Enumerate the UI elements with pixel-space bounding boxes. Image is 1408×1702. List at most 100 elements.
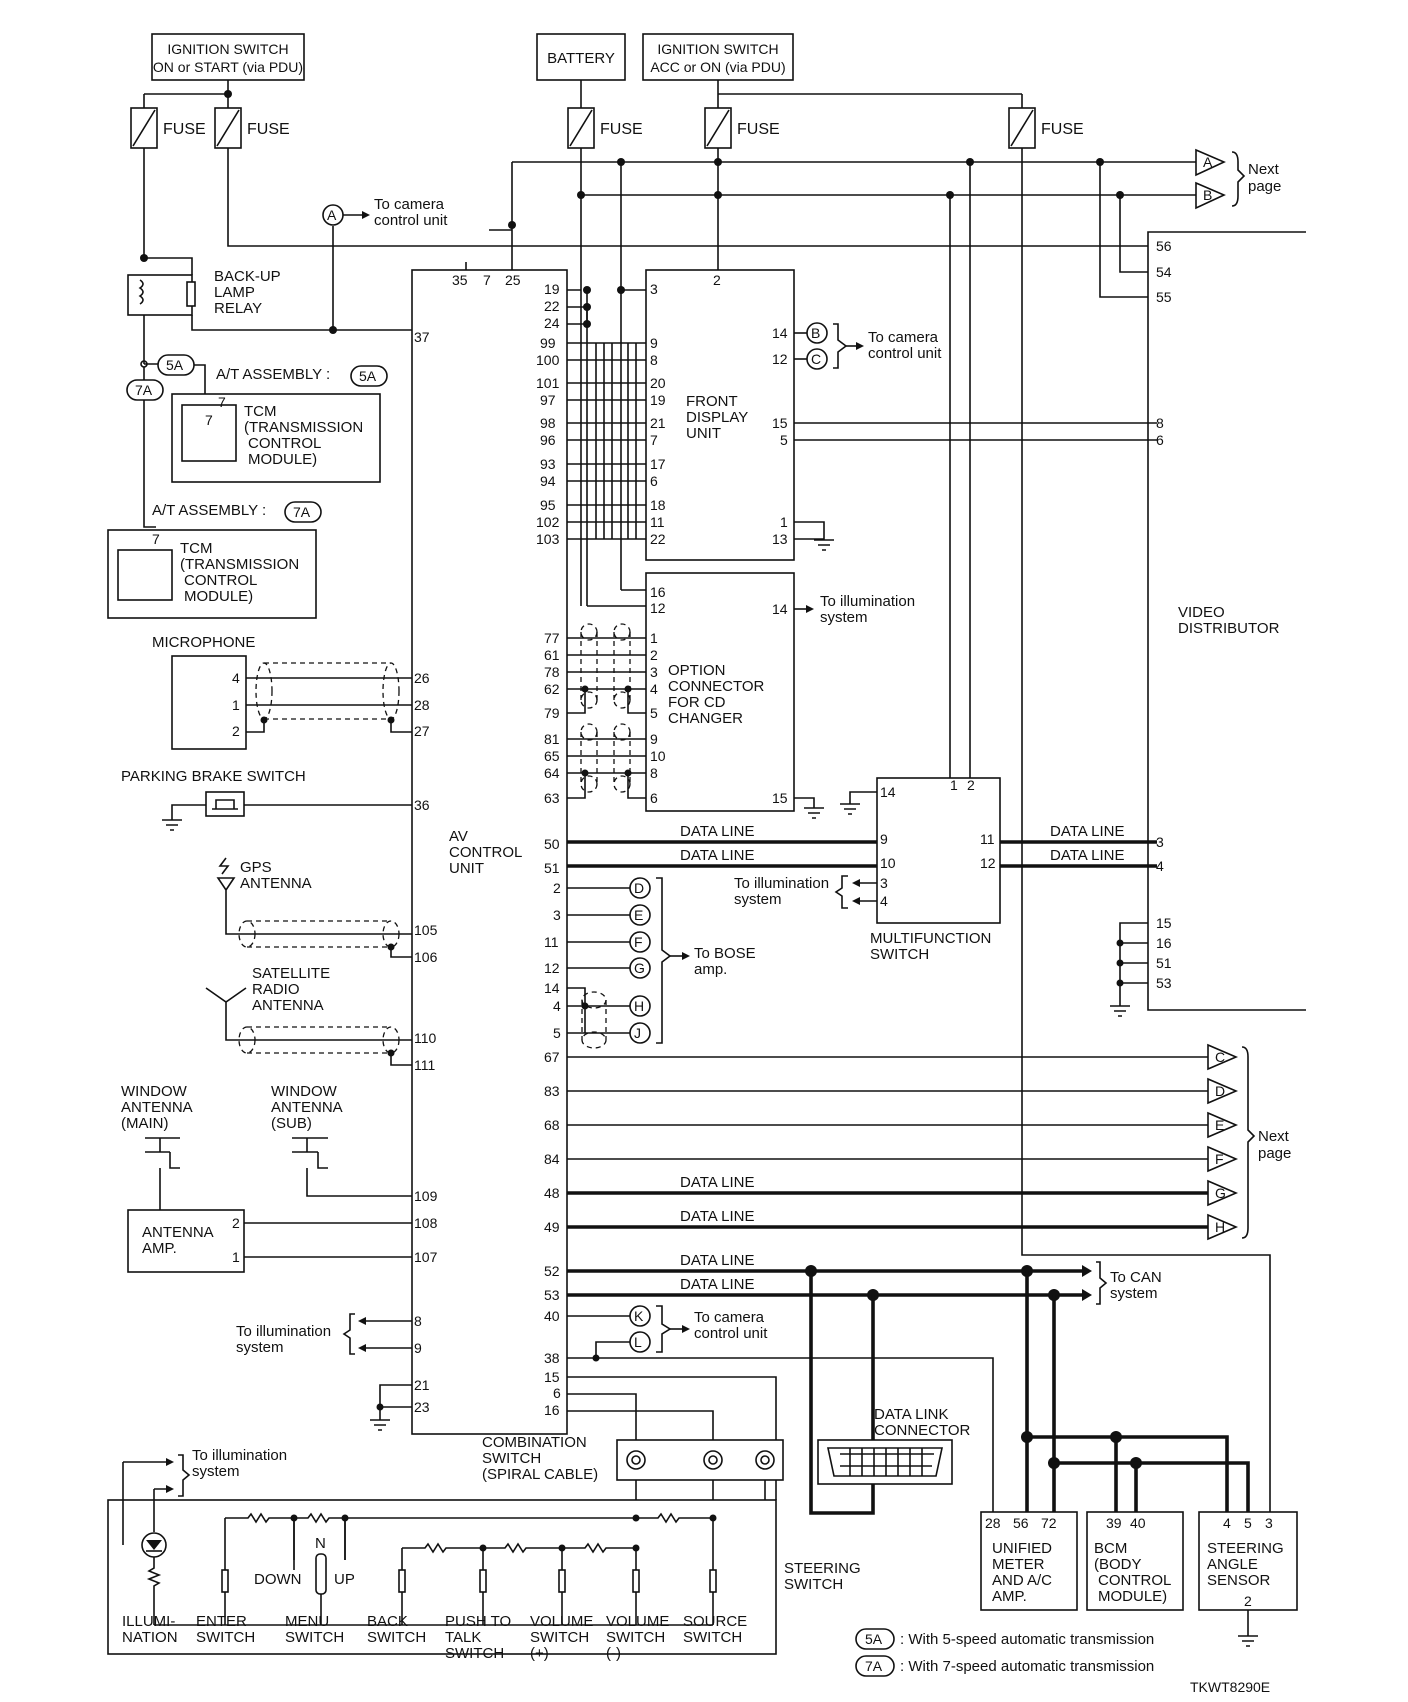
volm-label-3: (-) (606, 1645, 621, 1662)
svg-text:1: 1 (232, 1249, 240, 1265)
svg-text:12: 12 (980, 855, 996, 871)
ptt-label-1: PUSH TO (445, 1613, 511, 1630)
source-label-1: SOURCE (683, 1613, 747, 1630)
svg-text:105: 105 (414, 922, 438, 938)
enter-label-2: SWITCH (196, 1629, 255, 1646)
tcm-5a-l1: TCM (244, 403, 277, 420)
svg-text:40: 40 (544, 1308, 560, 1324)
svg-text:67: 67 (544, 1049, 560, 1065)
svg-text:77: 77 (544, 630, 560, 646)
diagram-code: TKWT8290E (1190, 1679, 1270, 1695)
steering-switch-l2: SWITCH (784, 1576, 843, 1593)
svg-text:39: 39 (1106, 1515, 1122, 1531)
unified-meter-l2: METER (992, 1556, 1045, 1573)
svg-text:16: 16 (1156, 935, 1172, 951)
svg-text:15: 15 (772, 415, 788, 431)
svg-text:52: 52 (544, 1263, 560, 1279)
svg-text:9: 9 (650, 731, 658, 747)
svg-text:53: 53 (1156, 975, 1172, 991)
steering-switch-l1: STEERING (784, 1560, 861, 1577)
win-sub-l3: (SUB) (271, 1115, 312, 1132)
microphone-box (171, 655, 247, 750)
tcm-5a-l2: (TRANSMISSION (244, 419, 363, 436)
svg-text:2: 2 (232, 723, 240, 739)
win-main-l3: (MAIN) (121, 1115, 169, 1132)
svg-text:6: 6 (553, 1385, 561, 1401)
steering-switch-box (107, 1499, 777, 1655)
legend-5a-text: : With 5-speed automatic transmission (900, 1631, 1154, 1648)
svg-text:84: 84 (544, 1151, 560, 1167)
illum-label-2: NATION (122, 1629, 178, 1646)
svg-text:14: 14 (772, 601, 788, 617)
illum-label-1: ILLUMI- (122, 1613, 175, 1630)
svg-text:4: 4 (880, 893, 888, 909)
data-line-vd-3: DATA LINE (1050, 823, 1124, 840)
svg-text:4: 4 (553, 998, 561, 1014)
svg-text:95: 95 (540, 497, 556, 513)
fuse-5-label: FUSE (1041, 121, 1084, 138)
svg-text:23: 23 (414, 1399, 430, 1415)
sat-l2: RADIO (252, 981, 300, 998)
steer-illum-2: system (192, 1463, 240, 1480)
antenna-amp (127, 1209, 245, 1273)
svg-text:6: 6 (1156, 432, 1164, 448)
svg-text:103: 103 (536, 531, 560, 547)
bcm-l1: BCM (1094, 1540, 1127, 1557)
win-sub-l1: WINDOW (271, 1083, 338, 1100)
tcm-7a-l4: MODULE) (184, 588, 253, 605)
svg-text:99: 99 (540, 335, 556, 351)
svg-text:16: 16 (650, 584, 666, 600)
svg-text:98: 98 (540, 415, 556, 431)
svg-text:10: 10 (880, 855, 896, 871)
svg-text:51: 51 (544, 860, 560, 876)
conn-B-letter: B (1203, 187, 1212, 203)
front-display-l3: UNIT (686, 425, 721, 442)
av-control-label-3: UNIT (449, 860, 484, 877)
option-l1: OPTION (668, 662, 726, 679)
to-bose-2: amp. (694, 961, 727, 978)
tcm-7a-l3: CONTROL (184, 572, 257, 589)
conn-F-out: F (1215, 1151, 1224, 1167)
variant-5a-text-2: 5A (359, 368, 377, 384)
av-pin-35: 35 (452, 272, 468, 288)
svg-text:1: 1 (650, 630, 658, 646)
svg-text:15: 15 (544, 1369, 560, 1385)
bcm (1086, 1511, 1184, 1611)
av-pin-25: 25 (505, 272, 521, 288)
svg-text:50: 50 (544, 836, 560, 852)
conn-C-letter: C (811, 351, 821, 367)
volm-label-1: VOLUME (606, 1613, 669, 1630)
connector-A-out (1195, 148, 1226, 177)
svg-text:12: 12 (544, 960, 560, 976)
fuse-2-label: FUSE (247, 121, 290, 138)
tcm-5a-pin-inner: 7 (205, 412, 213, 428)
to-camera-KL-1: To camera (694, 1309, 765, 1326)
legend-5a-tag (855, 1628, 895, 1650)
svg-text:15: 15 (1156, 915, 1172, 931)
unified-meter (980, 1511, 1078, 1611)
svg-text:12: 12 (650, 600, 666, 616)
svg-text:65: 65 (544, 748, 560, 764)
svg-text:18: 18 (650, 497, 666, 513)
gps-l1: GPS (240, 859, 272, 876)
bose-wires (567, 887, 630, 1034)
svg-text:2: 2 (232, 1215, 240, 1231)
svg-text:8: 8 (650, 765, 658, 781)
option-bundle (567, 637, 646, 799)
menu-up-label: UP (334, 1571, 355, 1588)
video-distributor-l1: VIDEO (1178, 604, 1225, 621)
ign-on-start-label-1: IGNITION SWITCH (167, 41, 288, 57)
bcm-l2: (BODY (1094, 1556, 1142, 1573)
fuse-3: FUSE (567, 107, 643, 149)
svg-text:4: 4 (1223, 1515, 1231, 1531)
svg-text:79: 79 (544, 705, 560, 721)
svg-text:3: 3 (650, 664, 658, 680)
svg-text:14: 14 (880, 784, 896, 800)
data-line-52: DATA LINE (680, 1252, 754, 1269)
svg-text:27: 27 (414, 723, 430, 739)
option-illum-2: system (820, 609, 868, 626)
svg-text:24: 24 (544, 315, 560, 331)
svg-text:107: 107 (414, 1249, 438, 1265)
svg-text:9: 9 (650, 335, 658, 351)
